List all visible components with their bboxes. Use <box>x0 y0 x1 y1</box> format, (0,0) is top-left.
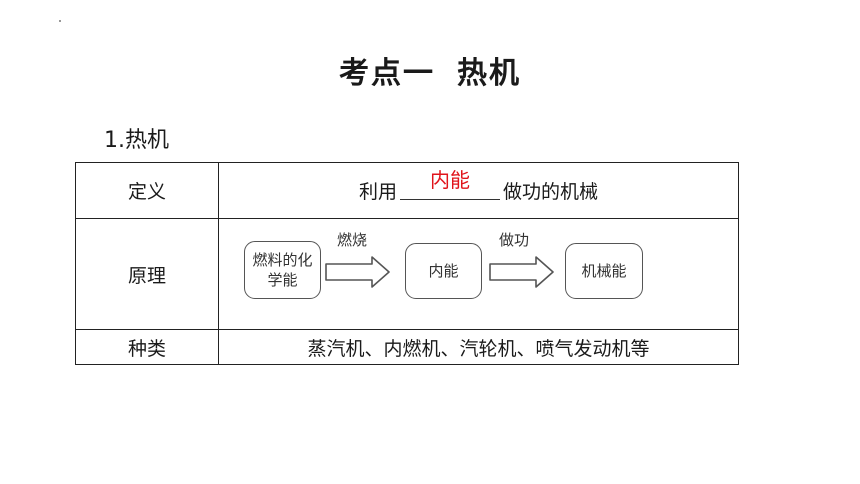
flow-box-internal-energy: 内能 <box>405 243 482 299</box>
types-value: 蒸汽机、内燃机、汽轮机、喷气发动机等 <box>218 329 739 365</box>
definition-suffix: 做功的机械 <box>503 181 599 203</box>
arrow-right-icon <box>489 256 554 288</box>
heat-engine-table: 定义 利用内能做功的机械 原理 燃料的化学能 燃烧 内能 做功 机械能 种类 <box>75 162 739 365</box>
energy-flow-diagram: 燃料的化学能 燃烧 内能 做功 机械能 <box>219 219 741 329</box>
page-title: 考点一热机 <box>0 48 860 92</box>
flow-box-mechanical-energy: 机械能 <box>565 243 643 299</box>
blank-answer: 内能 <box>430 168 470 192</box>
label-definition: 定义 <box>75 162 219 219</box>
definition-cell: 利用 内能做功的机械 <box>218 162 739 219</box>
definition-prefix: 利用 <box>358 181 397 203</box>
table-row-types: 种类 蒸汽机、内燃机、汽轮机、喷气发动机等 <box>75 329 739 365</box>
fill-blank: 内能 <box>400 168 500 200</box>
decorative-dot <box>59 20 61 22</box>
flow-box-chemical-energy: 燃料的化学能 <box>244 241 321 299</box>
arrow-right-icon <box>325 256 390 288</box>
table-row-principle: 原理 燃料的化学能 燃烧 内能 做功 机械能 <box>75 218 741 330</box>
section-heading: 1.热机 <box>104 128 169 153</box>
title-part2: 热机 <box>457 56 521 91</box>
arrow-label-work: 做功 <box>499 231 530 249</box>
label-types: 种类 <box>75 329 219 365</box>
table-row-definition: 定义 利用 内能做功的机械 <box>75 162 739 219</box>
title-part1: 考点一 <box>339 56 435 91</box>
arrow-label-burning: 燃烧 <box>337 231 368 249</box>
principle-cell: 燃料的化学能 燃烧 内能 做功 机械能 <box>218 218 741 330</box>
label-principle: 原理 <box>75 218 219 330</box>
